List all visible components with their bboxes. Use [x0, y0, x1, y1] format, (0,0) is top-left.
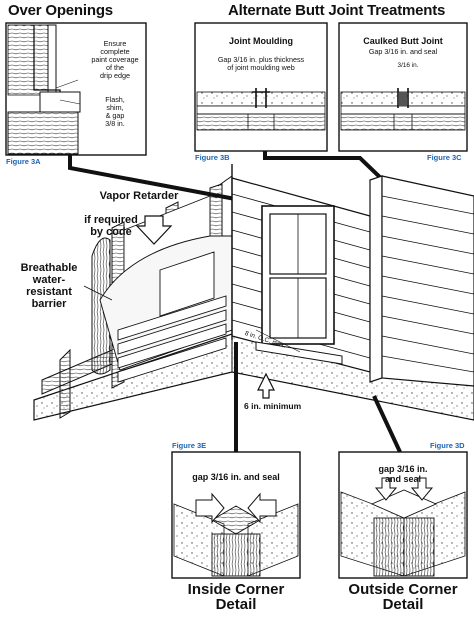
minimum-clearance-arrow — [257, 372, 275, 399]
label-line: barrier — [31, 298, 67, 310]
figure-3d-note: gap 3/16 in. and seal — [339, 464, 467, 484]
figure-3d-panel — [338, 451, 468, 579]
barrier-label: Breathable water- resistant barrier — [10, 262, 88, 310]
figure-3a-ensure-note: Ensure complete paint coverage of the dr… — [82, 40, 148, 80]
note-line: paint coverage — [91, 55, 139, 64]
barrier-leader — [83, 285, 113, 301]
note-line: and seal — [384, 474, 422, 484]
note-line: complete — [100, 47, 130, 56]
inside-corner-caption: Inside Corner Detail — [172, 582, 300, 612]
figure-3d-label: Figure 3D — [430, 441, 465, 450]
figure-3a-flash-note: Flash, shim, & gap 3/8 in. — [82, 96, 148, 128]
figure-3b-note: Gap 3/16 in. plus thickness of joint mou… — [197, 56, 325, 72]
figure-3c-title: Caulked Butt Joint — [363, 36, 443, 46]
vapor-retarder-label: Vapor Retarder — [84, 190, 194, 202]
label-line: Vapor Retarder — [99, 190, 179, 202]
vapor-retarder-condition: if required by code — [66, 214, 156, 238]
caption-line: Inside Corner — [187, 581, 285, 598]
label-line: if required — [84, 214, 138, 226]
figure-3a-panel — [5, 22, 147, 156]
main-house-illustration — [33, 164, 474, 421]
note-line: gap 3/16 in. — [378, 464, 428, 474]
label-line: resistant — [26, 286, 72, 298]
figure-3e-label: Figure 3E — [172, 441, 207, 450]
alternate-butt-joint-heading: Alternate Butt Joint Treatments — [228, 2, 446, 19]
note-line: shim, — [106, 103, 124, 112]
note-line: 3/8 in. — [105, 119, 125, 128]
figure-3b-label: Figure 3B — [195, 153, 230, 162]
figure-3e-note: gap 3/16 in. and seal — [192, 472, 280, 482]
outside-corner-caption: Outside Corner Detail — [333, 582, 473, 612]
note-line: of the — [106, 63, 124, 72]
figure-3d-leader — [372, 395, 402, 453]
label-line: Breathable — [20, 262, 78, 274]
minimum-label: 6 in. minimum — [244, 401, 302, 411]
figure-3b-title: Joint Moulding — [229, 36, 293, 46]
figure-3e-panel — [171, 451, 301, 579]
caption-line: Detail — [215, 596, 257, 613]
caption-line: Outside Corner — [348, 581, 458, 598]
note-line: drip edge — [100, 71, 130, 80]
note-line: of joint moulding web — [227, 63, 295, 72]
note-line: Ensure — [103, 39, 127, 48]
figure-3c-panel — [338, 22, 468, 152]
figure-3c-note: Gap 3/16 in. and seal — [341, 48, 465, 56]
over-openings-heading: Over Openings — [8, 2, 113, 19]
note-line: Gap 3/16 in. and seal — [368, 47, 438, 56]
note-line: Flash, — [105, 95, 125, 104]
caption-line: Detail — [382, 596, 424, 613]
note-line: Gap 3/16 in. plus thickness — [217, 55, 305, 64]
figure-3c-gap-note: 3/16 in. — [397, 62, 419, 69]
figure-3c-label: Figure 3C — [427, 153, 462, 162]
note-line: & gap — [105, 111, 125, 120]
vapor-retarder-arrow — [135, 215, 173, 245]
label-line: by code — [90, 226, 132, 238]
figure-3b-panel — [194, 22, 328, 152]
label-line: water- — [32, 274, 66, 286]
figure-3a-leader — [68, 155, 263, 206]
figure-3a-label: Figure 3A — [6, 157, 41, 166]
